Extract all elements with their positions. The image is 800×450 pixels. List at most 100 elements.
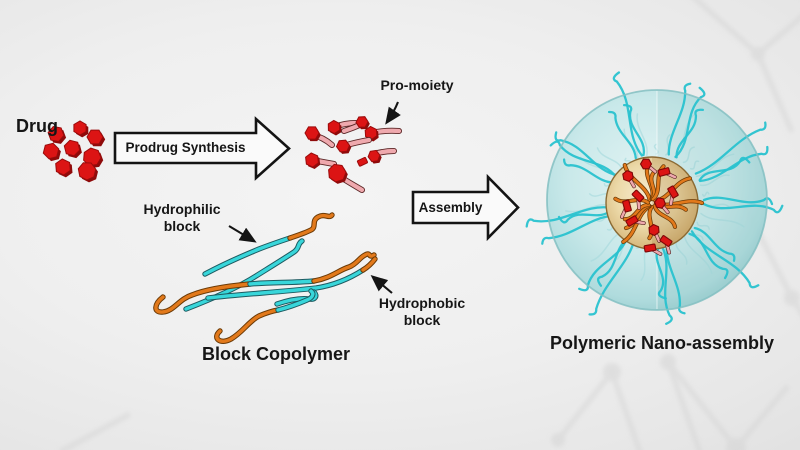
hydrophobic-label-line2: block	[403, 311, 441, 328]
micelle-corona-strand	[674, 86, 706, 158]
assembly-arrow	[411, 173, 520, 242]
micelle-corona-strand	[612, 71, 644, 157]
network-node	[660, 354, 676, 370]
micelle-inner-strand	[689, 160, 700, 170]
hydrophobic-label-line1: Hydrophobic	[378, 295, 466, 311]
background-network-pattern	[58, 0, 800, 450]
network-edge	[58, 411, 132, 450]
drug-label: Drug	[16, 116, 58, 136]
core-drug-molecule	[643, 243, 657, 253]
core-hydrophobic-chain	[623, 163, 652, 202]
network-edge	[734, 384, 790, 450]
core-drug-molecule	[659, 235, 673, 247]
micelle-corona-strand	[554, 131, 619, 177]
network-node	[603, 363, 621, 381]
pro-moiety-label: Pro-moiety	[380, 77, 454, 93]
micelle-rim	[546, 89, 768, 311]
network-edge	[756, 14, 800, 56]
prodrug-molecule	[367, 149, 381, 163]
micelle-corona-strand	[557, 208, 613, 224]
micelle-corona-strand	[694, 121, 767, 175]
network-edge	[755, 53, 795, 133]
core-drug-molecule	[653, 197, 667, 209]
core-drug-molecule	[639, 158, 653, 170]
core-drug-molecule	[625, 215, 639, 227]
prodrug-molecule	[327, 119, 341, 135]
micelle-inner-strand	[700, 212, 745, 228]
drug-molecule	[55, 158, 71, 176]
drug-molecule	[63, 139, 81, 157]
drug-molecule	[42, 142, 60, 160]
network-node	[751, 47, 765, 61]
micelle-corona-strand	[702, 202, 784, 214]
micelle-corona-strand	[596, 237, 631, 287]
core-drug-molecule	[631, 189, 645, 203]
core-drug-molecule	[657, 167, 671, 177]
micelle-corona-strand	[690, 230, 760, 289]
network-edge	[693, 0, 760, 56]
hydrophilic-block-segment	[203, 236, 292, 276]
micelle-corona-strand	[665, 244, 686, 315]
hydrophobic-block-segment	[361, 257, 377, 272]
hydrophilic-label-line2: block	[163, 217, 201, 234]
hydrophobic-block-segment	[288, 213, 334, 240]
hydrophobic-pointer-arrow	[370, 274, 393, 294]
core-hydrophobic-chain	[648, 205, 654, 240]
core-drug-molecule	[622, 199, 632, 213]
prodrug-synthesis-arrow	[113, 116, 291, 181]
micelle-corona-strand	[702, 196, 774, 206]
micelle-corona-strand	[541, 214, 614, 245]
micelle-corona-strand	[667, 82, 692, 156]
micelle-corona-strand	[660, 245, 673, 325]
prodrug-molecule	[335, 139, 351, 153]
core-hydrophobic-chain	[614, 197, 650, 204]
micelle-inner-strand	[696, 221, 710, 230]
micelle-corona-strand	[655, 245, 667, 300]
core-hydrophobic-chain	[623, 203, 650, 221]
drug-molecule	[47, 125, 65, 143]
prodrug-molecule	[355, 116, 369, 128]
micelle-inner-strand	[695, 153, 735, 178]
micelle-inner-strand	[682, 146, 695, 164]
network-node	[551, 433, 565, 447]
micelle-corona-strand	[675, 108, 705, 159]
micelle-corona-strand	[525, 206, 612, 228]
core-drug-molecule	[648, 223, 660, 237]
micelle-inner-strand	[699, 174, 730, 187]
network-edge	[789, 296, 800, 316]
assembly-label: Assembly	[418, 199, 483, 215]
prodrug-synthesis-label: Prodrug Synthesis	[125, 140, 246, 156]
core-drug-molecule	[622, 169, 634, 183]
micelle-inner-strand	[683, 236, 713, 274]
network-edge	[556, 370, 614, 442]
micelle-corona-strand	[562, 158, 615, 184]
nano-assembly-micelle	[525, 71, 784, 325]
hydrophobic-block-segment	[312, 252, 376, 283]
prodrug-molecule	[304, 126, 320, 140]
prodrug-cluster	[304, 116, 402, 193]
network-edge	[666, 360, 738, 450]
micelle-inner-strand	[665, 134, 671, 156]
drug-molecule	[73, 120, 87, 136]
hydrophilic-label-line1: Hydrophilic	[143, 201, 221, 217]
micelle-inner-strand	[701, 191, 710, 197]
hydrophilic-block-segment	[248, 279, 316, 286]
micelle-inner-strand	[596, 147, 624, 171]
micelle-corona-strand	[693, 226, 736, 262]
prodrug-molecule	[305, 152, 319, 168]
prodrug-molecule	[328, 163, 347, 183]
block-copolymer-chains	[153, 212, 378, 344]
hydrophobic-block-segment	[215, 308, 280, 343]
micelle-encapsulated-prodrugs	[620, 158, 679, 256]
network-node	[784, 290, 800, 306]
core-drug-molecule	[667, 185, 679, 199]
micelle-corona-strand	[549, 140, 618, 179]
polymeric-nano-assembly-label: Polymeric Nano-assembly	[549, 333, 775, 353]
micelle-inner-strand	[636, 113, 648, 156]
hydrophilic-block-segment	[276, 289, 315, 312]
network-node	[726, 438, 746, 450]
micelle-corona-strand	[607, 110, 637, 160]
micelle-corona-strand	[688, 232, 729, 280]
